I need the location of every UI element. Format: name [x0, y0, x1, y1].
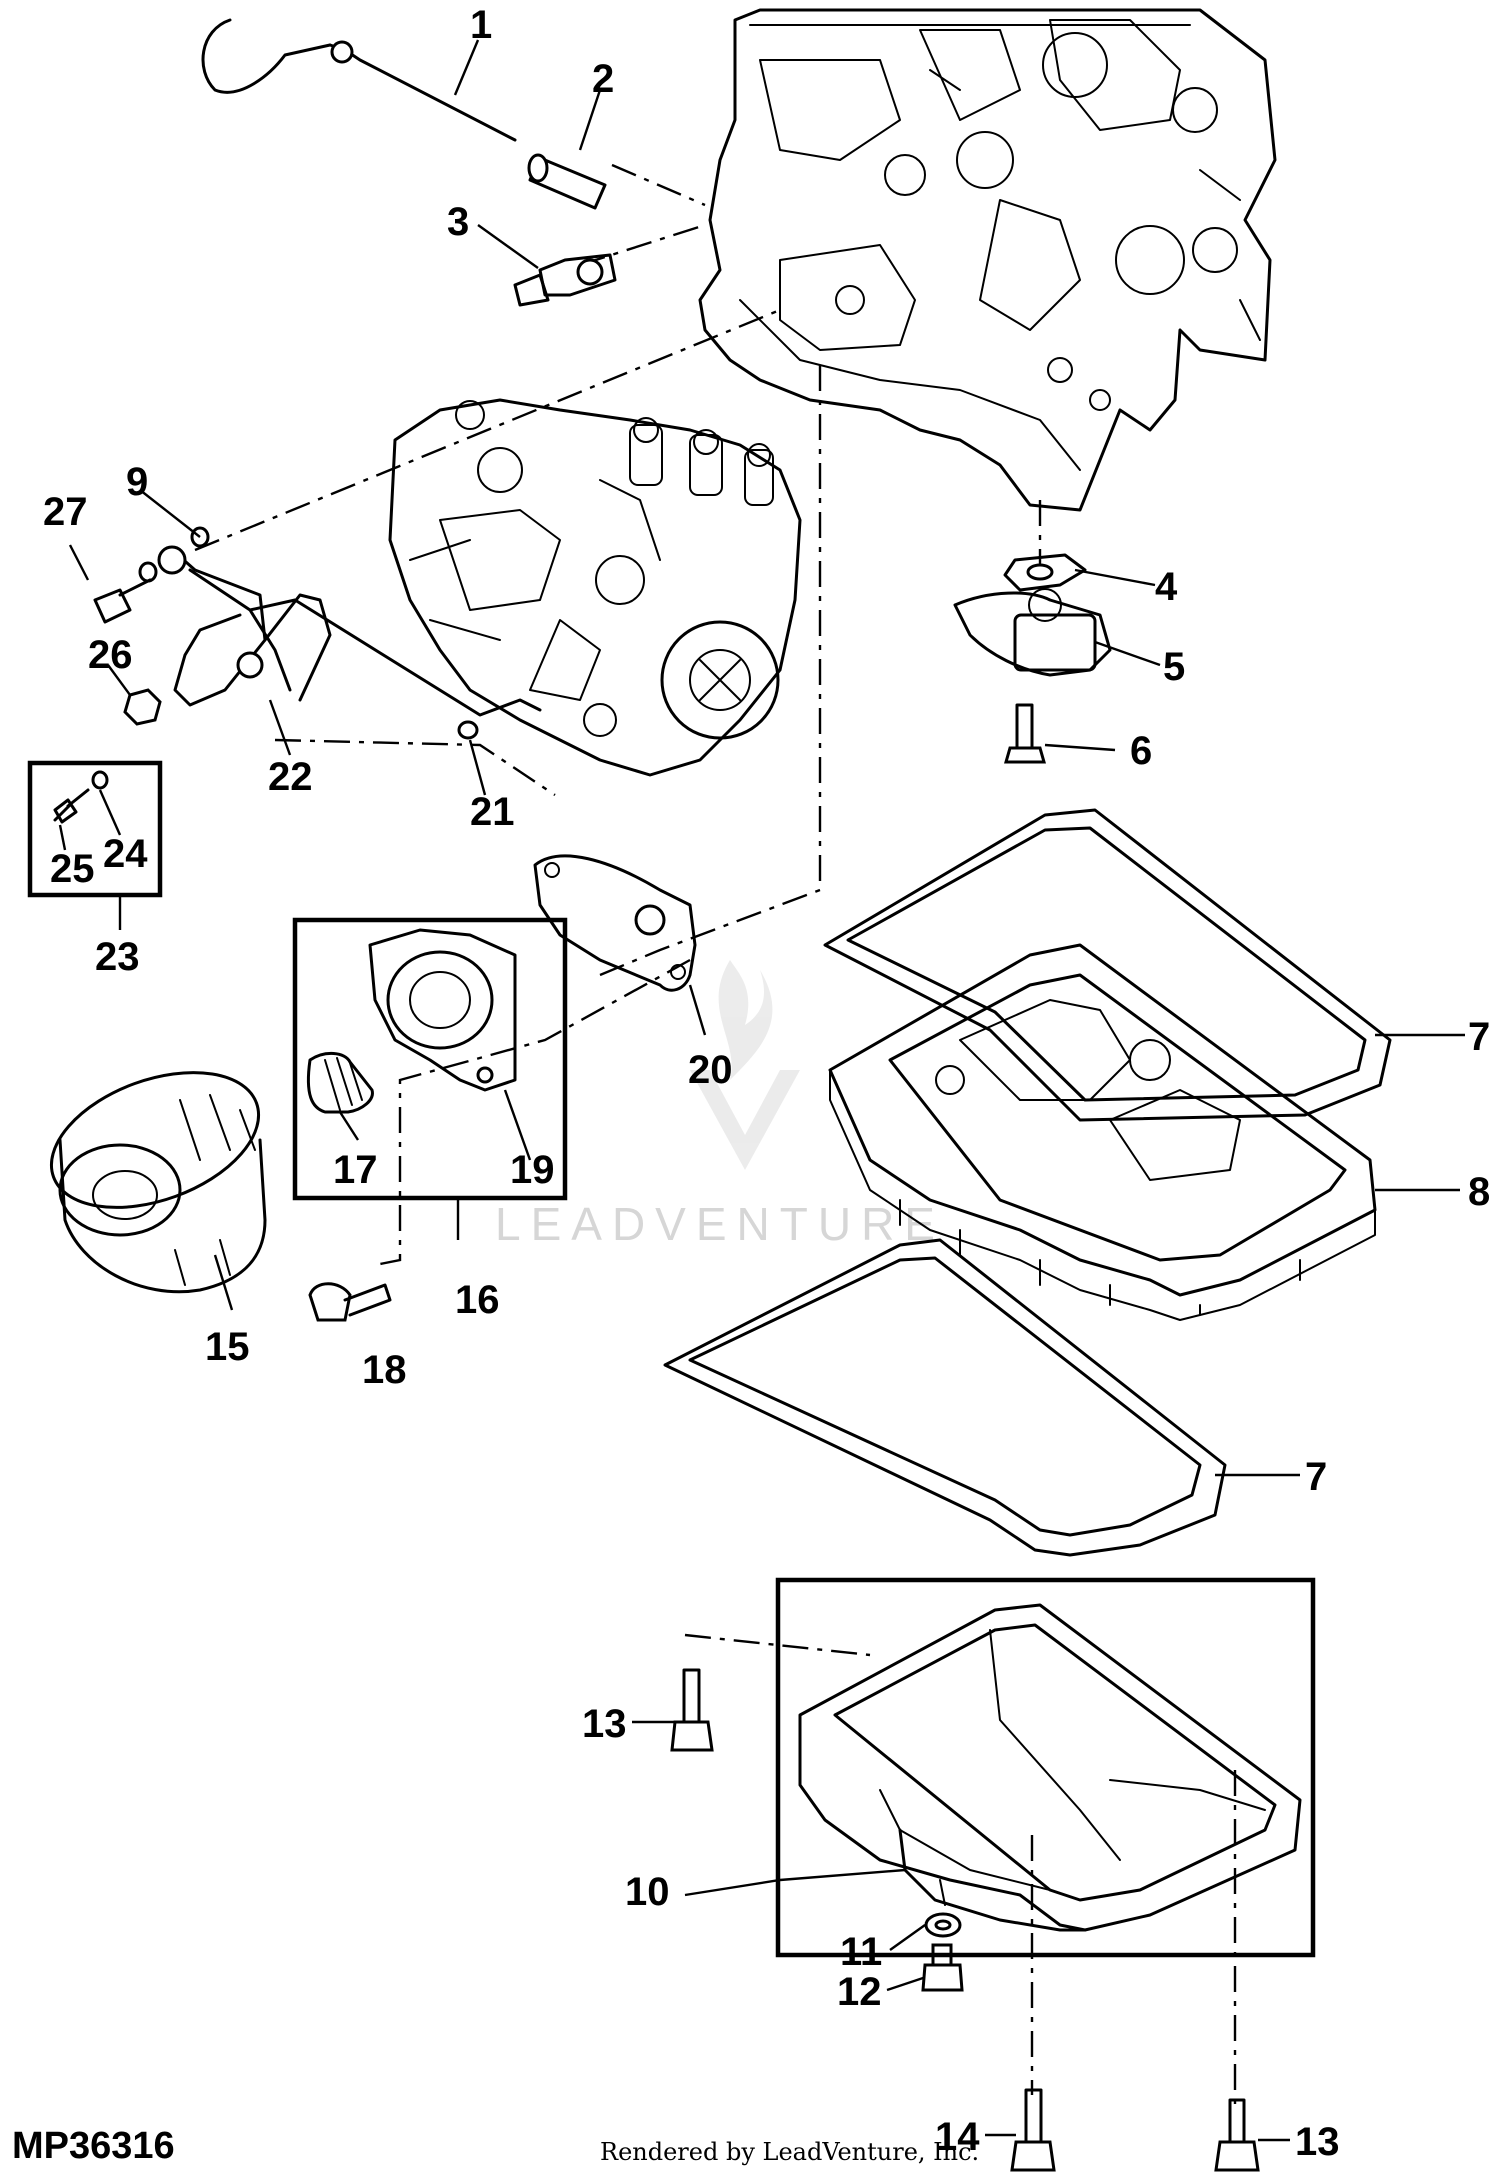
- watermark-text: LEADVENTURE: [495, 1198, 945, 1250]
- callout-19: 19: [510, 1148, 555, 1192]
- callout-13-right: 13: [1295, 2120, 1340, 2164]
- drain-plug: [921, 1943, 964, 1992]
- dipstick-tube: [527, 153, 607, 210]
- callout-7-lower: 7: [1305, 1455, 1327, 1499]
- callout-1: 1: [470, 3, 492, 47]
- callout-15: 15: [205, 1325, 250, 1369]
- callout-10: 10: [625, 1870, 670, 1914]
- callout-22: 22: [268, 755, 313, 799]
- callout-23: 23: [95, 935, 140, 979]
- filter-base-gasket: [533, 854, 697, 992]
- oil-pressure-switch: [513, 253, 617, 307]
- oil-pan-upper: [828, 943, 1377, 1321]
- callout-26: 26: [88, 633, 133, 677]
- oil-pan-gasket-upper: [823, 808, 1392, 1122]
- callout-18: 18: [362, 1348, 407, 1392]
- watermark-logo: [690, 960, 800, 1170]
- eye-bolt: [93, 578, 152, 624]
- group-box-16: [292, 917, 568, 1201]
- assembly-dash-lines: [194, 163, 1237, 2105]
- small-bolt: [53, 788, 90, 824]
- callout-11: 11: [840, 1930, 882, 1974]
- washer: [91, 526, 479, 790]
- callout-8: 8: [1468, 1170, 1490, 1214]
- callout-17: 17: [333, 1148, 378, 1192]
- callout-13-left: 13: [582, 1702, 627, 1746]
- callout-27: 27: [43, 490, 88, 534]
- oil-filter: [49, 1071, 267, 1294]
- drain-plug-washer: [924, 1912, 962, 1938]
- callout-12: 12: [837, 1970, 882, 2014]
- callout-3: 3: [447, 200, 469, 244]
- oil-strainer-gasket: [1003, 553, 1087, 592]
- callout-20: 20: [688, 1048, 733, 1092]
- oil-pan-lower: [798, 1603, 1302, 1932]
- oil-pan-bolt: [670, 1668, 1260, 2172]
- fuel-injection-pump: [388, 398, 802, 777]
- group-box-23: [27, 760, 163, 898]
- filter-base-bolt: [308, 1282, 392, 1322]
- callout-leaders: [58, 39, 1465, 2142]
- oil-line-assembly: [157, 545, 542, 717]
- bolt-and-washer: [53, 803, 72, 822]
- callout-16: 16: [455, 1278, 500, 1322]
- figure-id: MP36316: [12, 2125, 175, 2167]
- callout-5: 5: [1163, 645, 1185, 689]
- dipstick: [201, 18, 517, 142]
- callout-24: 24: [103, 832, 148, 876]
- oil-strainer: [953, 588, 1112, 677]
- callout-21: 21: [470, 790, 515, 834]
- hex-nut: [123, 688, 162, 726]
- oil-filter-base: [368, 928, 517, 1092]
- credit-line: Rendered by LeadVenture, Inc.: [600, 2138, 979, 2166]
- strainer-bolt: [1004, 703, 1046, 764]
- callout-labels: 1 2 3 4 5 6 7 8 7 9 10 11 12 13 13 14 15…: [43, 3, 1490, 2164]
- callout-6: 6: [1130, 729, 1152, 773]
- group-box-10: [775, 1577, 1316, 1958]
- callout-9: 9: [126, 460, 148, 504]
- engine-block: [698, 8, 1277, 512]
- oil-pan-gasket-lower: [663, 1238, 1227, 1557]
- callout-4: 4: [1155, 565, 1178, 609]
- callout-7-upper: 7: [1468, 1015, 1490, 1059]
- callout-2: 2: [592, 57, 614, 101]
- callout-14: 14: [935, 2115, 980, 2159]
- relief-valve-spring: [306, 1052, 374, 1114]
- callout-25: 25: [50, 847, 95, 891]
